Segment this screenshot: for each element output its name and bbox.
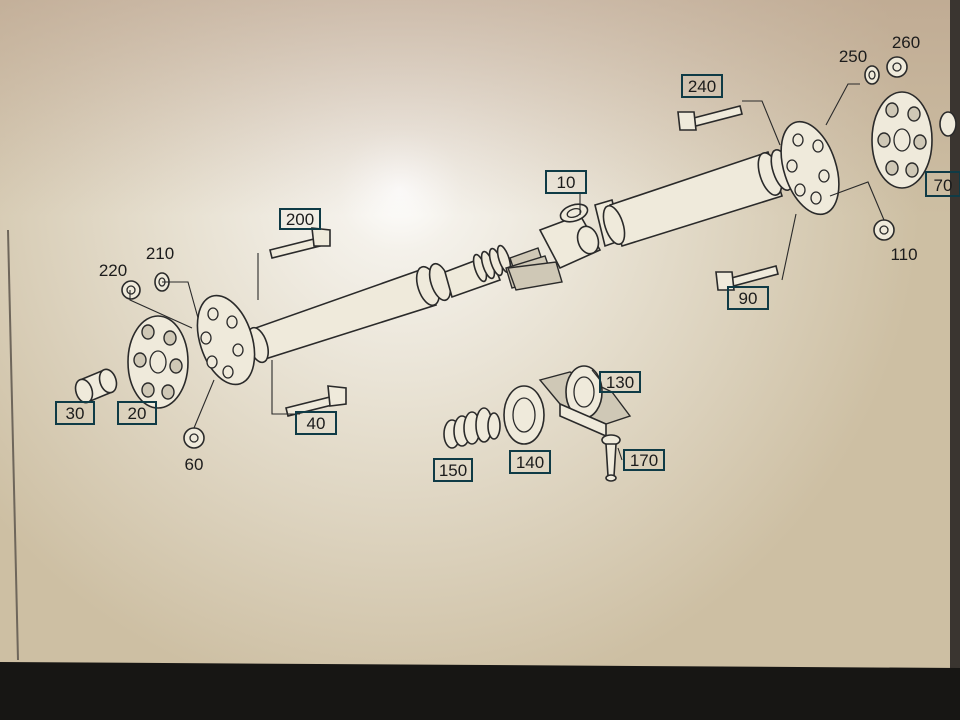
- dust-boot: [443, 407, 501, 449]
- callout-boxes: [55, 74, 960, 482]
- leader-lines: [129, 83, 885, 461]
- callout-210: 210: [146, 244, 174, 263]
- callout-260: 260: [892, 33, 920, 52]
- rear-flange: [780, 120, 840, 216]
- center-bearing-mount: [538, 365, 632, 438]
- screw-170: [601, 434, 621, 482]
- callout-10: 10: [557, 173, 576, 192]
- window-edge-right: [950, 0, 960, 670]
- callout-250: 250: [839, 47, 867, 66]
- callout-30: 30: [66, 404, 85, 423]
- callout-110: 110: [890, 245, 917, 264]
- washer-250: [864, 65, 880, 85]
- ball-bearing: [503, 385, 545, 445]
- callout-40: 40: [307, 414, 326, 433]
- nut-110: [873, 219, 895, 241]
- callout-130: 130: [606, 373, 634, 392]
- monitor-bezel-bottom: [0, 662, 960, 720]
- flex-disc-rear: [871, 91, 957, 189]
- callout-90: 90: [739, 289, 758, 308]
- bolt-200: [269, 227, 331, 259]
- bolt-90: [715, 265, 779, 291]
- centering-sleeve: [74, 368, 118, 404]
- shaft-bracket: [507, 261, 563, 291]
- spline-rings: [472, 244, 512, 283]
- callout-140: 140: [516, 453, 544, 472]
- callout-labels: 200 210 220 10 240 250 260 70 110 90 30 …: [66, 33, 953, 480]
- flex-disc-front: [127, 315, 189, 409]
- callout-60: 60: [185, 455, 204, 474]
- nut-220: [121, 280, 141, 300]
- nut-260: [886, 56, 908, 78]
- window-edge-left: [7, 229, 19, 661]
- front-flange: [196, 294, 256, 386]
- callout-220: 220: [99, 261, 127, 280]
- nut-60: [183, 427, 205, 449]
- callout-150: 150: [439, 461, 467, 480]
- callout-70: 70: [934, 176, 953, 195]
- callout-240: 240: [688, 77, 716, 96]
- callout-200: 200: [286, 210, 314, 229]
- callout-20: 20: [128, 404, 147, 423]
- bolt-240: [677, 105, 743, 131]
- callout-170: 170: [630, 451, 658, 470]
